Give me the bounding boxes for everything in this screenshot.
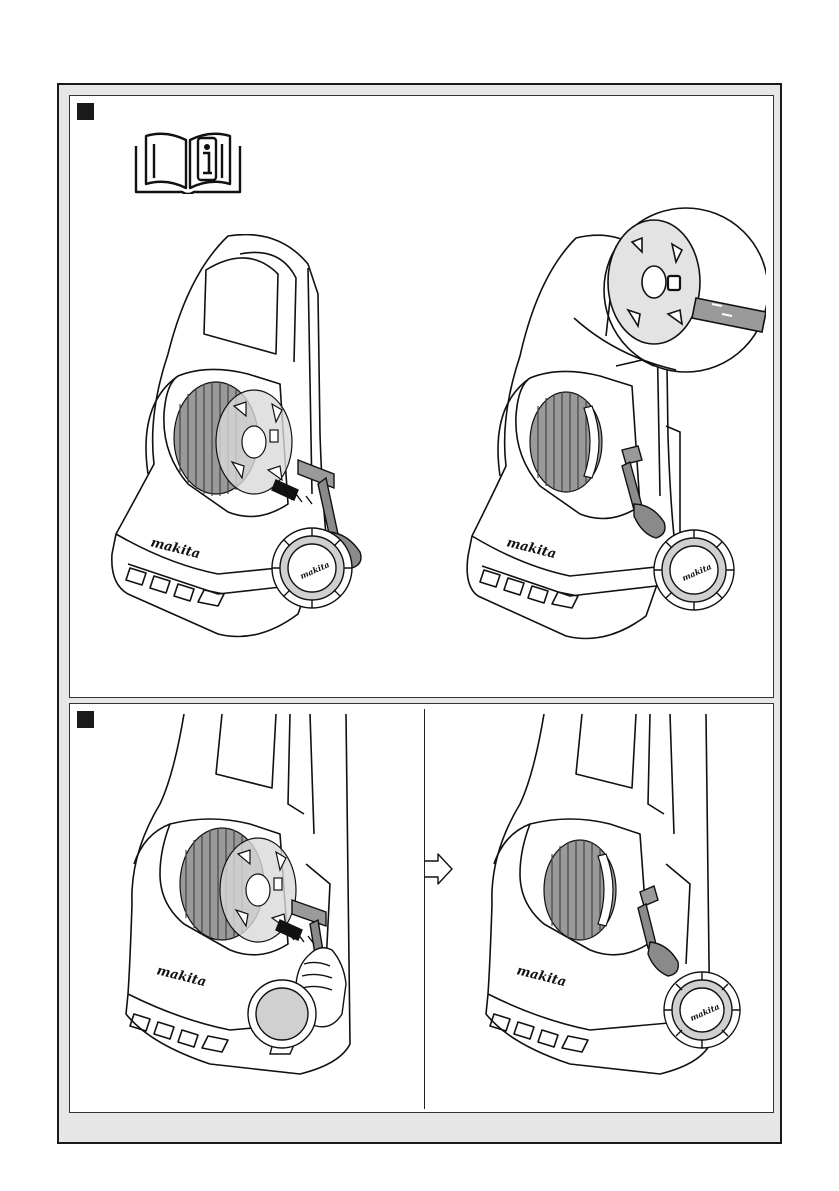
hose-reel-cart-cranking-illustration: makita: [120, 714, 410, 1104]
figure-panel-1: makita makita: [69, 95, 774, 698]
hose-reel-cart-detail-illustration: makita makita: [466, 206, 766, 656]
figure-panel-2: makita: [69, 703, 774, 1113]
page-frame: makita makita: [57, 83, 782, 1144]
brand-logo: makita: [515, 963, 568, 990]
step-marker-1: [77, 103, 94, 120]
hose-reel-cart-stowed-illustration: makita makita: [480, 714, 750, 1104]
read-manual-icon: [132, 118, 244, 194]
panel-divider: [424, 709, 425, 1109]
hose-reel-cart-illustration: makita makita: [108, 234, 368, 654]
step-marker-2: [77, 711, 94, 728]
arrow-right-icon: [424, 852, 454, 886]
brand-logo: makita: [155, 963, 208, 990]
brand-logo: makita: [149, 535, 202, 562]
